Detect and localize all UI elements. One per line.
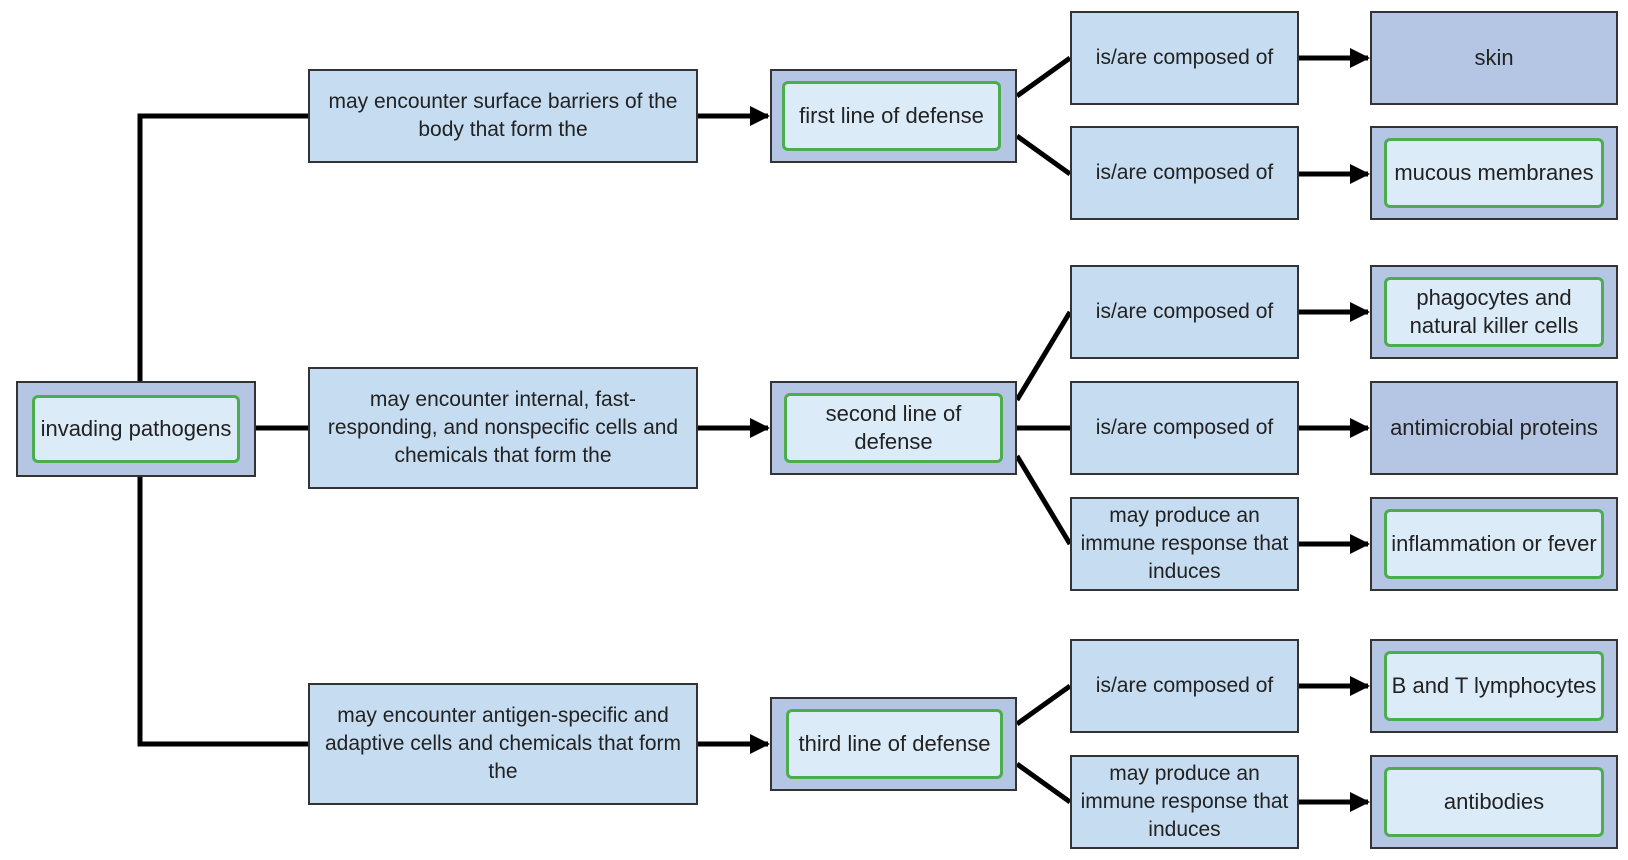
leaf-antibodies: antibodies xyxy=(1370,755,1618,849)
root-node: invading pathogens xyxy=(16,381,256,477)
child-3-link: is/are composed of xyxy=(1070,265,1299,359)
child-7-link: may produce an immune response that indu… xyxy=(1070,755,1299,849)
fan-3b xyxy=(1015,761,1072,805)
first-line-node: first line of defense xyxy=(770,69,1017,163)
connector-root-trunk-lower xyxy=(137,477,308,747)
second-line-node: second line of defense xyxy=(770,381,1017,475)
leaf-mucous-membranes: mucous membranes xyxy=(1370,126,1618,220)
fan-2a xyxy=(1014,310,1073,402)
first-line-answer[interactable]: first line of defense xyxy=(782,81,1001,151)
leaf-mucous-membranes-answer[interactable]: mucous membranes xyxy=(1384,138,1604,208)
child-4-link: is/are composed of xyxy=(1070,381,1299,475)
leaf-inflammation-answer[interactable]: inflammation or fever xyxy=(1384,509,1604,579)
root-answer-label[interactable]: invading pathogens xyxy=(32,395,240,463)
leaf-antimicrobial-proteins-label: antimicrobial proteins xyxy=(1390,415,1598,440)
leaf-inflammation: inflammation or fever xyxy=(1370,497,1618,591)
fan-2c xyxy=(1014,454,1073,546)
connector-root-trunk xyxy=(137,113,308,381)
branch-1-link: may encounter surface barriers of the bo… xyxy=(308,69,698,163)
fan-1b xyxy=(1015,133,1072,177)
leaf-phagocytes: phagocytes and natural killer cells xyxy=(1370,265,1618,359)
leaf-phagocytes-answer[interactable]: phagocytes and natural killer cells xyxy=(1384,277,1604,347)
fan-3a xyxy=(1015,683,1072,727)
leaf-antimicrobial-proteins: antimicrobial proteins xyxy=(1370,381,1618,475)
child-5-link: may produce an immune response that indu… xyxy=(1070,497,1299,591)
fan-1a xyxy=(1015,55,1072,99)
leaf-lymphocytes-answer[interactable]: B and T lymphocytes xyxy=(1384,651,1604,721)
child-6-link: is/are composed of xyxy=(1070,639,1299,733)
third-line-answer[interactable]: third line of defense xyxy=(786,709,1003,779)
third-line-node: third line of defense xyxy=(770,697,1017,791)
leaf-antibodies-answer[interactable]: antibodies xyxy=(1384,767,1604,837)
leaf-lymphocytes: B and T lymphocytes xyxy=(1370,639,1618,733)
leaf-skin-label: skin xyxy=(1474,45,1514,70)
child-1-link: is/are composed of xyxy=(1070,11,1299,105)
child-2-link: is/are composed of xyxy=(1070,126,1299,220)
branch-3-link: may encounter antigen-specific and adapt… xyxy=(308,683,698,805)
leaf-skin: skin xyxy=(1370,11,1618,105)
branch-2-link: may encounter internal, fast-responding,… xyxy=(308,367,698,489)
second-line-answer[interactable]: second line of defense xyxy=(784,393,1003,463)
